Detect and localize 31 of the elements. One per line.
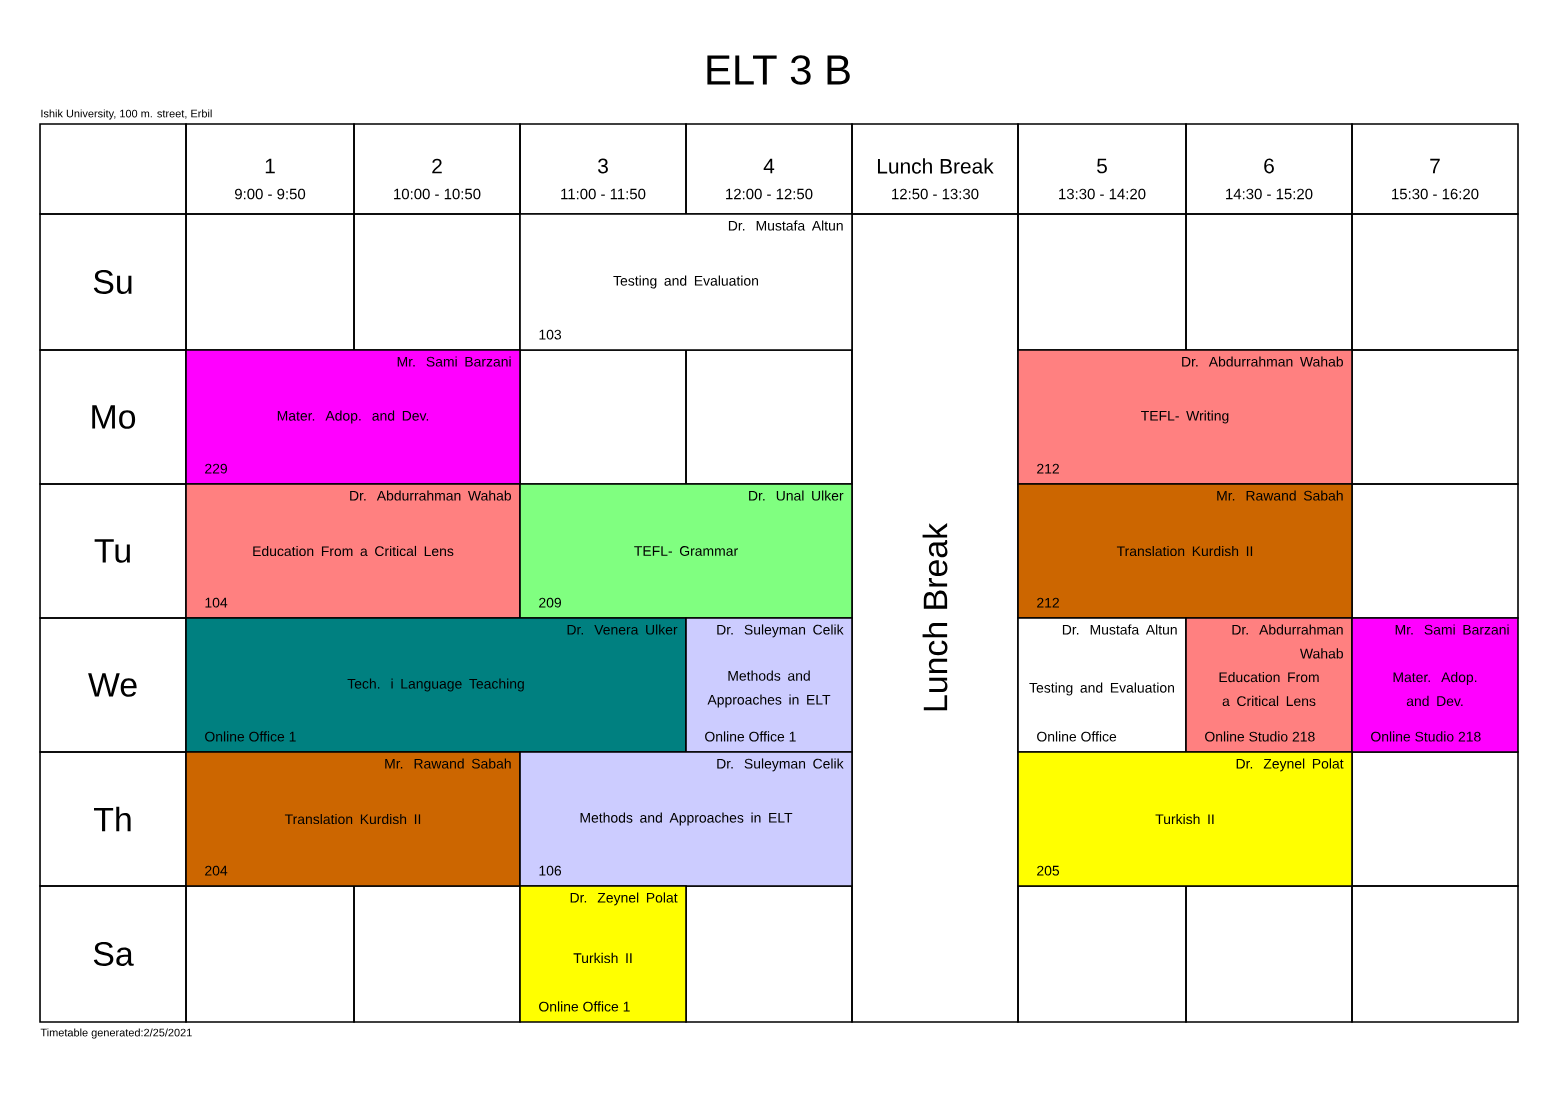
lesson-block (1017, 617, 1187, 753)
lunch-break-label: Lunch Break (922, 522, 948, 711)
lesson-block (1017, 483, 1353, 619)
lesson-block (1185, 617, 1353, 753)
lesson-block (519, 483, 853, 619)
lesson-block (185, 349, 521, 485)
lesson-block (1351, 617, 1519, 753)
period-number: 4 (763, 158, 775, 174)
day-name: We (88, 673, 137, 697)
lesson-block (685, 617, 853, 753)
lesson-block (519, 751, 853, 887)
lesson-block (185, 751, 521, 887)
day-name: Tu (94, 539, 130, 563)
lesson-block (1017, 349, 1353, 485)
day-name: Sa (93, 942, 134, 966)
period-number: 3 (598, 158, 608, 174)
day-name: Su (93, 270, 132, 294)
lesson-block (519, 885, 687, 1023)
break-heading: Lunch Break (878, 158, 994, 174)
period-number: 5 (1097, 158, 1107, 174)
period-number: 7 (1430, 158, 1440, 174)
period-number: 1 (265, 158, 275, 174)
lesson-block (185, 483, 521, 619)
day-name: Th (94, 806, 131, 832)
lesson-block (1017, 751, 1353, 887)
lesson-block (185, 617, 687, 753)
period-number: 6 (1264, 158, 1274, 174)
period-number: 2 (432, 158, 442, 174)
lesson-block (519, 213, 853, 351)
day-name: Mo (92, 405, 136, 429)
title: ELT 3 B (707, 55, 850, 85)
